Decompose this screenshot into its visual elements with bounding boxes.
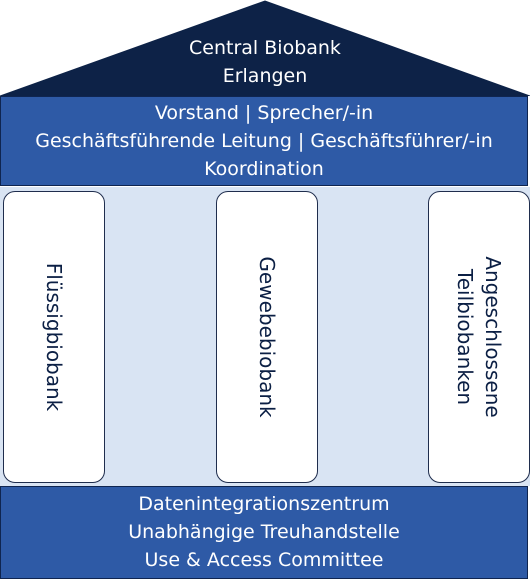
governance-line-2: Geschäftsführende Leitung | Geschäftsfüh… bbox=[35, 130, 493, 152]
foundation-line-1: Datenintegrationszentrum bbox=[138, 493, 390, 515]
foundation-band: Datenintegrationszentrum Unabhängige Tre… bbox=[0, 486, 528, 579]
foundation-line-2: Unabhängige Treuhandstelle bbox=[128, 521, 400, 543]
pillar-label: Flüssigbiobank bbox=[40, 263, 68, 412]
pillar-label: Angeschlossene Teilbiobanken bbox=[451, 256, 507, 417]
pillar-teilbiobanken: Angeschlossene Teilbiobanken bbox=[428, 191, 530, 483]
roof-title-line-1: Central Biobank bbox=[189, 37, 341, 59]
governance-line-3: Koordination bbox=[204, 158, 324, 180]
roof-title: Central Biobank Erlangen bbox=[0, 34, 530, 90]
pillar-label-line: Flüssigbiobank bbox=[42, 262, 66, 412]
pillar-gewebebiobank: Gewebebiobank bbox=[216, 191, 318, 483]
roof bbox=[0, 0, 530, 96]
governance-line-1: Vorstand | Sprecher/-in bbox=[154, 102, 374, 124]
roof-title-line-2: Erlangen bbox=[222, 65, 308, 87]
pillar-label-line-1: Angeschlossene bbox=[481, 256, 505, 418]
pillar-label: Gewebebiobank bbox=[253, 256, 281, 417]
foundation-line-3: Use & Access Committee bbox=[144, 549, 384, 571]
governance-band: Vorstand | Sprecher/-in Geschäftsführend… bbox=[0, 96, 528, 186]
pillar-label-line-2: Teilbiobanken bbox=[453, 268, 477, 406]
pillar-fluessigbiobank: Flüssigbiobank bbox=[3, 191, 105, 483]
pillar-label-line: Gewebebiobank bbox=[255, 256, 279, 418]
